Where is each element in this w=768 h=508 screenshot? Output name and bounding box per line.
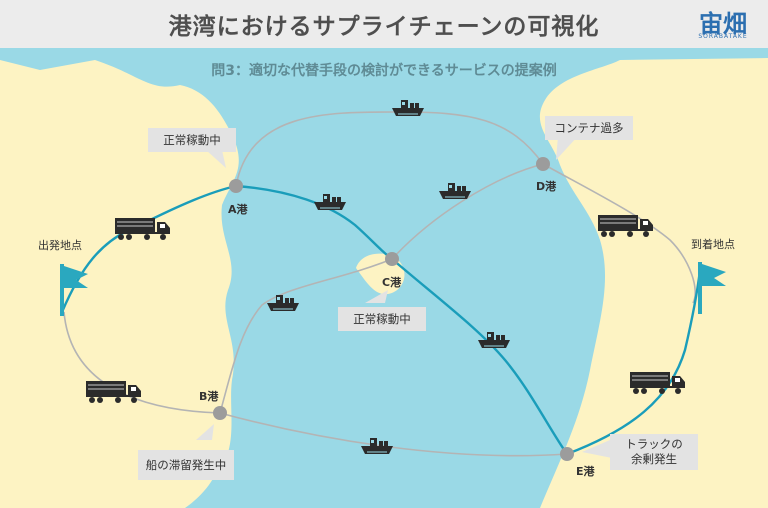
ship-icon [360,437,394,455]
callout-port-e: トラックの 余剰発生 [610,434,698,470]
page-title: 港湾におけるサプライチェーンの可視化 [168,14,600,40]
logo-subtext: SORABATAKE [698,33,748,40]
port-d-node[interactable] [536,157,550,171]
callout-port-e-line2: 余剰発生 [631,452,677,466]
port-e-label: E港 [576,465,595,478]
subtitle: 問3：適切な代替手段の検討ができるサービスの提案例 [211,63,557,79]
destination-label: 到着地点 [691,238,735,251]
port-e-node[interactable] [560,447,574,461]
ship-icon [391,99,425,117]
callout-port-e-line1: トラックの [625,437,683,451]
ship-icon [477,331,511,349]
ship-icon [438,182,472,200]
port-b-node[interactable] [213,406,227,420]
port-d-label: D港 [536,180,557,193]
callout-port-a: 正常稼動中 [148,128,236,152]
port-c-node[interactable] [385,252,399,266]
logo-mark: 宙畑 [699,10,747,38]
ship-icon [313,193,347,211]
route-a-c [235,184,393,260]
logo: 宙畑 SORABATAKE [690,4,756,44]
origin-label: 出発地点 [38,239,82,252]
port-c-label: C港 [382,276,402,289]
header-bar: 港湾におけるサプライチェーンの可視化 宙畑 SORABATAKE [0,0,768,48]
route-b-e [219,412,568,457]
callout-port-c: 正常稼動中 [338,307,426,331]
left-landmass [0,60,239,508]
ship-icon [266,294,300,312]
port-b-label: B港 [199,390,219,403]
route-a-d [235,111,544,187]
port-a-node[interactable] [229,179,243,193]
route-c-e [391,258,568,455]
port-a-label: A港 [228,203,248,216]
callout-port-d: コンテナ過多 [545,116,633,140]
route-d-c [391,163,544,260]
route-d-destination [542,163,697,304]
callout-port-b: 船の滞留発生中 [138,450,234,480]
route-e-destination [566,269,702,456]
route-c-b [219,258,393,414]
right-landmass [539,58,768,508]
